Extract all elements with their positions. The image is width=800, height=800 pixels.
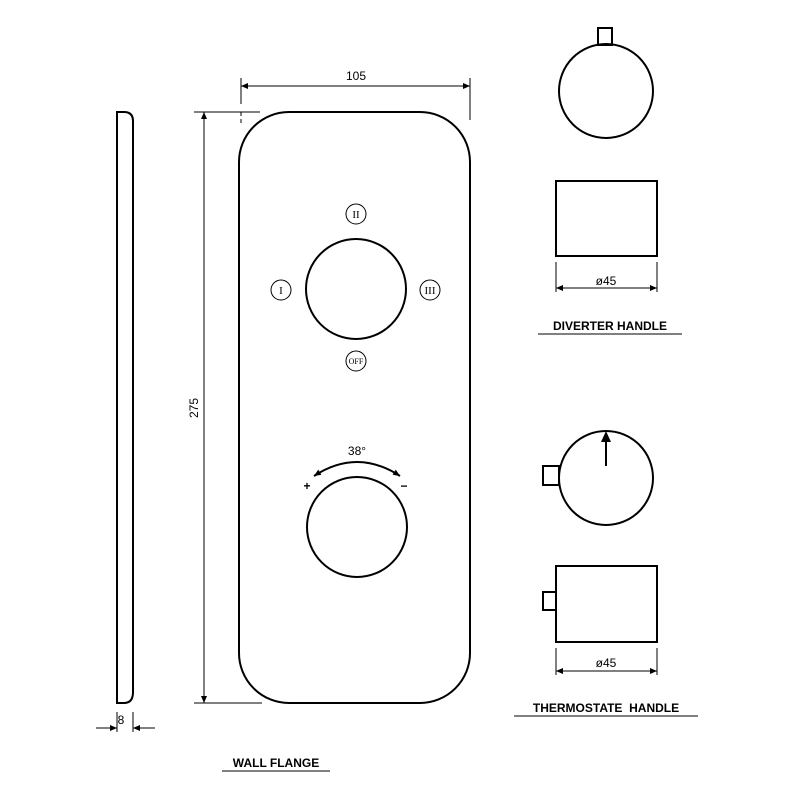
thickness-dimension: 8 — [96, 712, 155, 732]
position-mark-three: III — [419, 279, 441, 301]
svg-text:THERMOSTATE HANDLE: THERMOSTATE HANDLE — [533, 701, 679, 715]
width-dimension: 105 — [240, 69, 471, 126]
diverter-handle-side-view — [555, 180, 658, 257]
thermostat-handle-side-view — [542, 565, 658, 643]
minus-sign: − — [400, 479, 407, 493]
height-label: 275 — [187, 398, 201, 418]
position-mark-one: I — [270, 279, 292, 301]
thermostat-handle-top-view — [542, 430, 654, 526]
svg-text:I: I — [279, 285, 283, 297]
diverter-diameter-dimension: ø45 — [555, 262, 658, 292]
thermostat-diameter-label: ø45 — [596, 656, 617, 670]
svg-text:III: III — [425, 285, 436, 297]
plus-sign: + — [303, 479, 310, 493]
thermostat-handle-caption: THERMOSTATE HANDLE — [514, 701, 698, 717]
rotation-label: 38° — [348, 444, 366, 458]
rotation-indicator: 38° + − — [303, 444, 407, 493]
thermostat-diameter-dimension: ø45 — [555, 648, 658, 675]
position-mark-off: OFF — [345, 350, 367, 372]
wall-flange-caption: WALL FLANGE — [222, 756, 330, 772]
svg-text:WALL FLANGE: WALL FLANGE — [233, 756, 319, 770]
height-dimension: 275 — [187, 111, 262, 704]
diverter-handle-caption: DIVERTER HANDLE — [538, 319, 682, 335]
flange-side-view — [116, 111, 134, 704]
thermostat-hole — [306, 476, 408, 578]
svg-text:DIVERTER HANDLE: DIVERTER HANDLE — [553, 319, 667, 333]
diverter-hole — [305, 238, 407, 340]
diverter-diameter-label: ø45 — [596, 274, 617, 288]
width-label: 105 — [346, 69, 366, 83]
svg-text:OFF: OFF — [349, 357, 364, 366]
wall-flange-plate — [238, 111, 471, 704]
svg-text:II: II — [352, 209, 360, 221]
position-mark-two: II — [345, 203, 367, 225]
diverter-handle-top-view — [558, 27, 654, 139]
thickness-label: 8 — [118, 713, 125, 727]
